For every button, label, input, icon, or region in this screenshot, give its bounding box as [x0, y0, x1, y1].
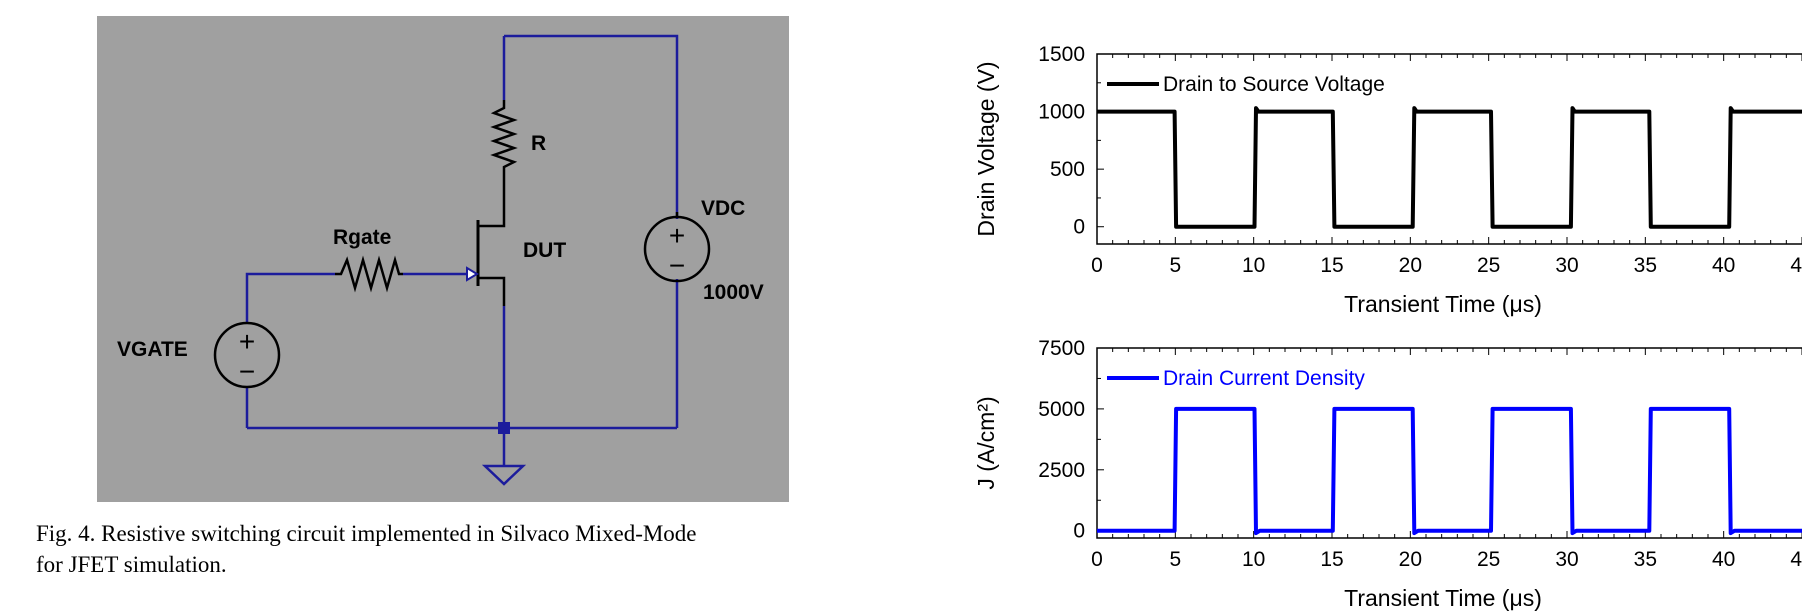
resistor-r-icon: [490, 100, 518, 176]
x-tick-label: 30: [1555, 254, 1578, 277]
plot-frame: [1096, 347, 1802, 539]
label-vdc: VDC: [701, 197, 745, 220]
jfet-source-lead: [478, 276, 506, 306]
waveform-charts: 051015202530354045050010001500Transient …: [973, 43, 1802, 611]
x-tick-label: 0: [1091, 548, 1103, 571]
x-tick-label: 40: [1712, 548, 1735, 571]
x-tick-label: 30: [1555, 548, 1578, 571]
chart-2: 0 5 10 15 20 25 30 35 40 45 0 2500 5000 7500Transient…: [973, 337, 1802, 611]
vgate-minus-sign: −: [239, 356, 255, 387]
caption-line-2: for JFET simulation.: [36, 552, 227, 577]
jfet-gate-arrow-icon: [466, 266, 479, 282]
wire-left-top: [245, 272, 335, 323]
ground-triangle: [481, 464, 527, 486]
vgate-plus-sign: +: [239, 326, 255, 357]
label-vgate: VGATE: [117, 338, 188, 361]
x-tick-label: 25: [1477, 548, 1500, 571]
x-tick-label: 35: [1634, 254, 1657, 277]
y-axis-label: J (A/cm²): [973, 396, 999, 489]
circuit-schematic: + − + − R Rgate DUT VGATE VDC 1000V: [97, 16, 789, 502]
label-dut: DUT: [523, 239, 566, 262]
x-tick-label: 0: [1091, 254, 1103, 277]
legend-label: Drain Current Density: [1163, 367, 1365, 390]
plot-frame: [1096, 53, 1802, 245]
x-axis-label: Transient Time (μs): [1344, 291, 1542, 317]
x-tick-label: 45: [1790, 548, 1802, 571]
x-tick-label: 20: [1399, 254, 1422, 277]
y-tick-label: 7500: [1038, 337, 1085, 360]
y-tick-label: 0: [1073, 520, 1085, 543]
x-tick-label: 5: [1169, 254, 1181, 277]
label-vdc-value: 1000V: [703, 281, 764, 304]
label-r: R: [531, 132, 546, 155]
y-tick-label: 0: [1073, 216, 1085, 239]
wire-top-horizontal: [504, 34, 679, 219]
y-axis-label: Drain Voltage (V): [973, 61, 999, 236]
vgate-source-icon: [213, 321, 281, 389]
x-tick-label: 20: [1399, 548, 1422, 571]
y-tick-label: 5000: [1038, 398, 1085, 421]
x-tick-label: 15: [1320, 254, 1343, 277]
legend-label: Drain to Source Voltage: [1163, 73, 1385, 96]
node-dot: [498, 422, 510, 434]
x-tick-label: 10: [1242, 548, 1265, 571]
vdc-plus-sign: +: [669, 220, 685, 251]
resistor-rgate-icon: [335, 255, 403, 293]
y-tick-label: 500: [1050, 158, 1085, 181]
x-tick-label: 40: [1712, 254, 1735, 277]
label-rgate: Rgate: [333, 226, 391, 249]
x-tick-label: 25: [1477, 254, 1500, 277]
x-tick-label: 10: [1242, 254, 1265, 277]
y-tick-label: 1000: [1038, 101, 1085, 124]
x-tick-label: 45: [1790, 254, 1802, 277]
y-tick-label: 2500: [1038, 459, 1085, 482]
caption-line-1: Fig. 4. Resistive switching circuit impl…: [36, 521, 697, 546]
x-tick-label: 15: [1320, 548, 1343, 571]
schematic-background: [97, 16, 789, 502]
series-line: [1097, 406, 1802, 536]
vdc-minus-sign: −: [669, 250, 685, 281]
x-tick-label: 35: [1634, 548, 1657, 571]
y-tick-label: 1500: [1038, 43, 1085, 66]
series-line: [1097, 106, 1802, 229]
figure-caption: Fig. 4. Resistive switching circuit impl…: [36, 518, 856, 580]
jfet-drain-lead: [478, 176, 506, 228]
x-axis-label: Transient Time (μs): [1344, 585, 1542, 611]
x-tick-label: 5: [1169, 548, 1181, 571]
chart-1: 0 5 10 15 20 25 30 35 40 45 0 500 1000 1500Transient …: [973, 43, 1802, 317]
